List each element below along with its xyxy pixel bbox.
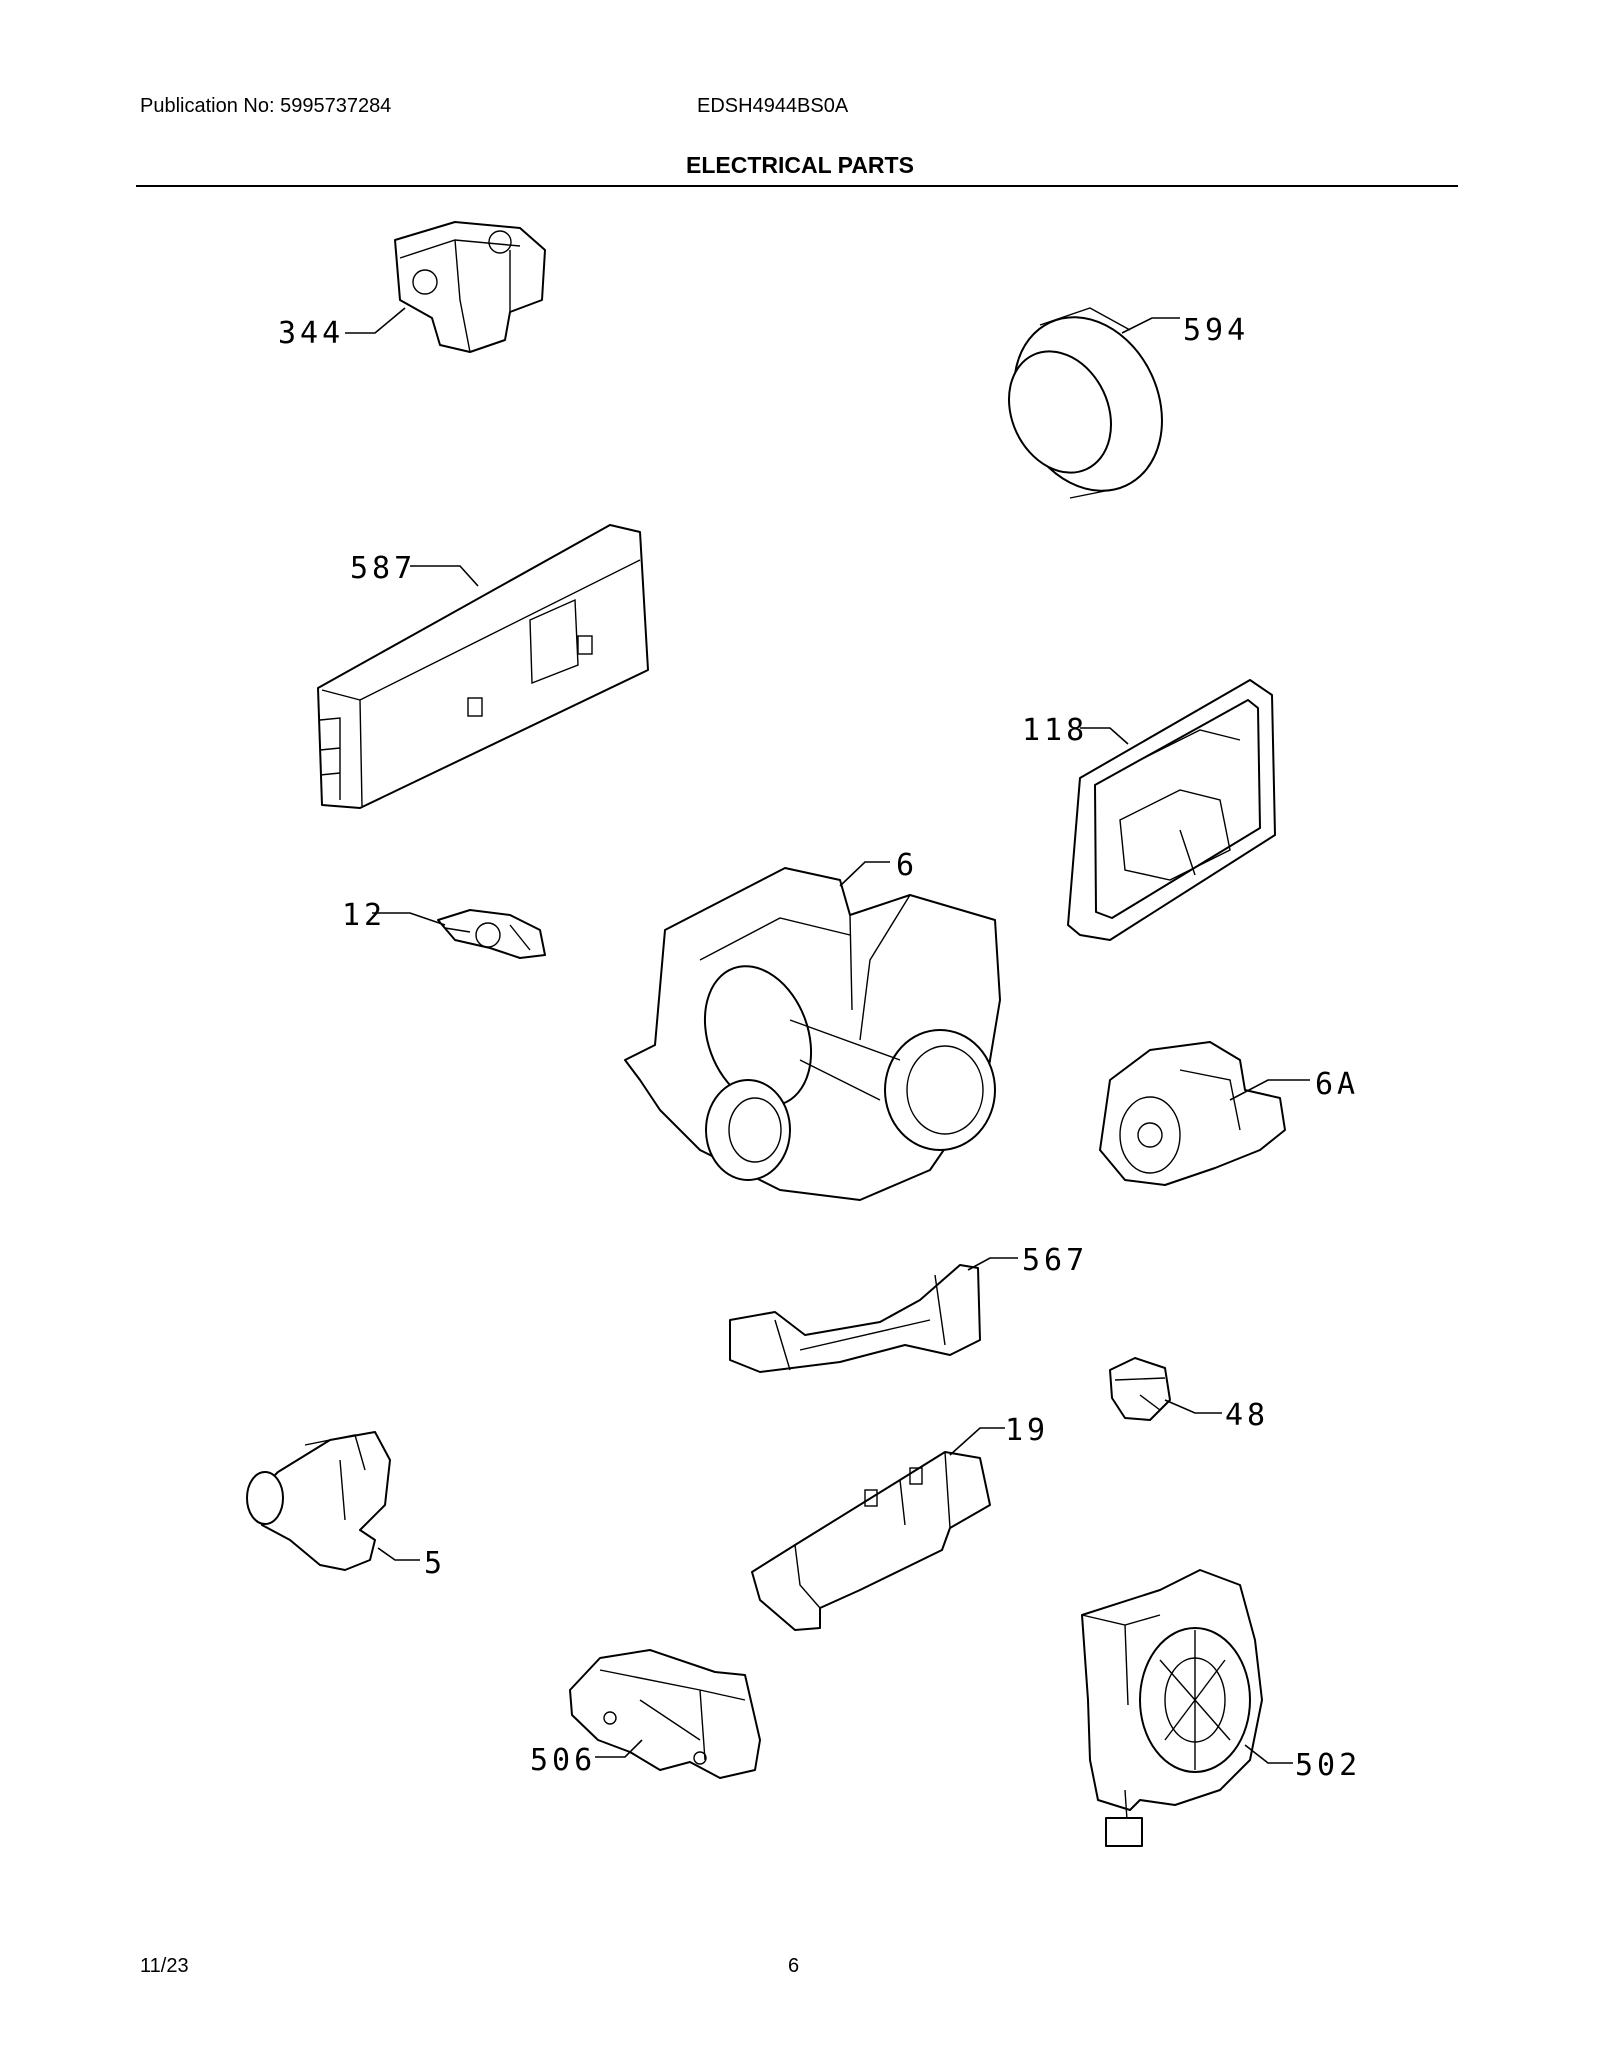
- callout-344: 344: [278, 316, 344, 351]
- callout-5: 5: [424, 1546, 446, 1581]
- callout-6: 6: [896, 848, 918, 883]
- part-118: [1067, 679, 1276, 941]
- part-12: [437, 909, 546, 959]
- part-506: [569, 1649, 761, 1779]
- part-6a: [1099, 1041, 1286, 1186]
- leader-594: [1121, 317, 1180, 334]
- callout-118: 118: [1022, 713, 1088, 748]
- part-587: [317, 524, 649, 809]
- part-567: [729, 1264, 981, 1373]
- leader-502: [1244, 1744, 1293, 1764]
- part-502: [1081, 1569, 1263, 1847]
- callout-12: 12: [342, 898, 386, 933]
- leader-6a: [1229, 1079, 1310, 1101]
- publication-number: Publication No: 5995737284: [140, 95, 392, 117]
- footer-date: 11/23: [140, 1955, 189, 1977]
- callout-6a: 6A: [1315, 1067, 1359, 1102]
- leader-19: [949, 1427, 1005, 1456]
- callout-506: 506: [530, 1743, 596, 1778]
- callout-502: 502: [1295, 1748, 1361, 1783]
- part-5: [246, 1431, 391, 1571]
- leader-344: [345, 307, 406, 334]
- part-19: [751, 1451, 991, 1631]
- model-number: EDSH4944BS0A: [697, 95, 849, 117]
- part-594: [1007, 307, 1163, 499]
- part-48: [1109, 1357, 1171, 1421]
- leader-118: [1080, 727, 1129, 745]
- callout-594: 594: [1183, 313, 1249, 348]
- leader-506: [595, 1739, 643, 1758]
- header-rule: [136, 185, 1458, 187]
- callout-567: 567: [1022, 1243, 1088, 1278]
- leader-48: [1164, 1399, 1222, 1414]
- leader-567: [967, 1257, 1018, 1271]
- leader-6: [839, 861, 890, 887]
- callout-19: 19: [1005, 1413, 1049, 1448]
- callout-48: 48: [1225, 1398, 1269, 1433]
- leader-12: [372, 912, 446, 926]
- page-number: 6: [788, 1955, 800, 1977]
- callout-587: 587: [350, 551, 416, 586]
- leader-587: [410, 565, 479, 587]
- page-title: ELECTRICAL PARTS: [686, 152, 914, 178]
- part-6: [624, 867, 1001, 1201]
- leader-5: [377, 1547, 420, 1561]
- part-344: [394, 221, 546, 353]
